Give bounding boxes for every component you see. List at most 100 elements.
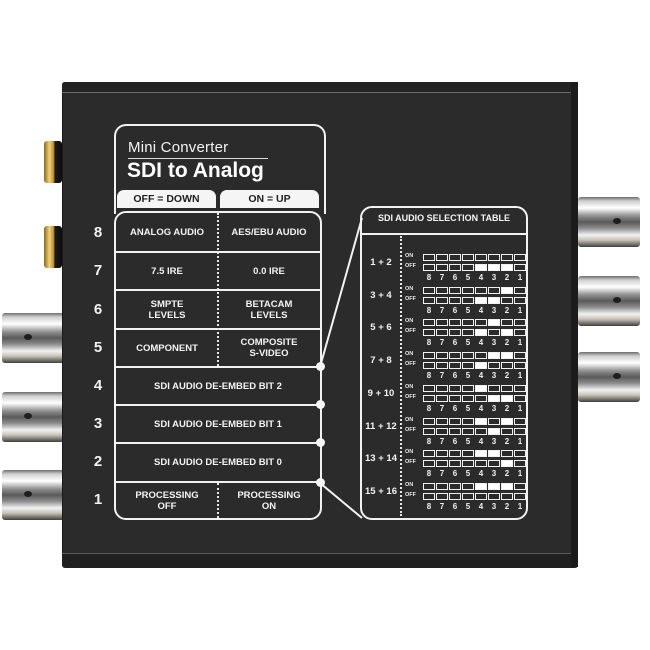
- bnc-connector-left-3: [2, 470, 64, 520]
- dip-switch-8-on-indicator: [423, 450, 435, 457]
- channel-pair-label: 15 + 16: [365, 486, 397, 497]
- switch-number-label: 3: [491, 502, 497, 511]
- switch-number-label: 1: [517, 502, 523, 511]
- dip-switch-6-off-indicator: [449, 460, 461, 467]
- switch-1-off-label: PROCESSING OFF: [117, 483, 217, 518]
- switch-number-6: 6: [93, 301, 103, 318]
- dip-switch-1-on-indicator: [514, 483, 526, 490]
- dip-switch-1-on-indicator: [514, 352, 526, 359]
- switch-number-label: 8: [426, 306, 432, 315]
- dip-switch-1-off-indicator: [514, 395, 526, 402]
- dip-switch-6-off-indicator: [449, 493, 461, 500]
- off-label: OFF: [405, 492, 416, 498]
- dip-switch-6-off-indicator: [449, 264, 461, 271]
- dip-switch-8-off-indicator: [423, 297, 435, 304]
- dip-switch-3-off-indicator: [488, 329, 500, 336]
- switch-number-label: 8: [426, 338, 432, 347]
- dip-switch-1-off-indicator: [514, 362, 526, 369]
- dip-switch-8-on-indicator: [423, 319, 435, 326]
- dip-switch-7-on-indicator: [436, 450, 448, 457]
- switch-8-off-label: ANALOG AUDIO: [129, 226, 205, 238]
- dip-switch-1-off-indicator: [514, 329, 526, 336]
- dip-switch-6-on-indicator: [449, 385, 461, 392]
- switch-number-label: 1: [517, 306, 523, 315]
- switch-number-label: 2: [504, 338, 510, 347]
- switch-number-label: 8: [426, 437, 432, 446]
- switch-number-label: 4: [478, 404, 484, 413]
- dip-switch-4-on-indicator: [475, 450, 487, 457]
- switch-4-label: SDI AUDIO DE-EMBED BIT 2: [154, 380, 282, 392]
- switch-number-label: 3: [491, 338, 497, 347]
- switch-number-label: 8: [426, 502, 432, 511]
- connector-dot-bit2: [316, 362, 325, 371]
- dip-switch-6-on-indicator: [449, 483, 461, 490]
- model-title: SDI to Analog: [127, 159, 264, 182]
- switch-number-label: 2: [504, 404, 510, 413]
- brand-line: Mini Converter: [128, 139, 229, 156]
- bnc-connector-right-1: [578, 197, 640, 247]
- switch-number-label: 6: [452, 306, 458, 315]
- switch-number-label: 2: [504, 437, 510, 446]
- audio-jack-left-bottom: [44, 226, 62, 268]
- dip-switch-4-on-indicator: [475, 483, 487, 490]
- dip-switch-7-off-indicator: [436, 395, 448, 402]
- dip-switch-4-off-indicator: [475, 264, 487, 271]
- channel-pair-label: 11 + 12: [365, 421, 397, 432]
- bnc-connector-right-2: [578, 276, 640, 326]
- dip-switch-7-off-indicator: [436, 329, 448, 336]
- switch-number-label: 4: [478, 306, 484, 315]
- switch-number-1: 1: [93, 491, 103, 508]
- dip-switch-4-off-indicator: [475, 428, 487, 435]
- audio-table-header-divider: [362, 233, 526, 235]
- dip-switch-2-off-indicator: [501, 264, 513, 271]
- dip-switch-6-on-indicator: [449, 287, 461, 294]
- dip-switch-5-on-indicator: [462, 352, 474, 359]
- switch-number-label: 2: [504, 469, 510, 478]
- dip-switch-8-off-indicator: [423, 493, 435, 500]
- switch-number-label: 7: [439, 371, 445, 380]
- switch-number-label: 1: [517, 469, 523, 478]
- dip-switch-2-on-indicator: [501, 483, 513, 490]
- dip-switch-4-on-indicator: [475, 352, 487, 359]
- dip-switch-4-off-indicator: [475, 460, 487, 467]
- dip-switch-7-on-indicator: [436, 385, 448, 392]
- dip-switch-3-off-indicator: [488, 493, 500, 500]
- dip-switch-2-off-indicator: [501, 297, 513, 304]
- off-label: OFF: [405, 296, 416, 302]
- switch-number-label: 5: [465, 273, 471, 282]
- dip-switch-5-off-indicator: [462, 329, 474, 336]
- header-off-down: OFF = DOWN: [117, 190, 216, 208]
- channel-pair-label: 13 + 14: [365, 453, 397, 464]
- dip-switch-6-on-indicator: [449, 254, 461, 261]
- dip-switch-6-on-indicator: [449, 319, 461, 326]
- switch-number-7: 7: [93, 262, 103, 279]
- row-divider: [116, 366, 320, 368]
- dip-switch-4-off-indicator: [475, 297, 487, 304]
- channel-pair-label: 3 + 4: [370, 290, 392, 301]
- switch-number-label: 6: [452, 469, 458, 478]
- dip-switch-5-on-indicator: [462, 385, 474, 392]
- switch-number-label: 6: [452, 273, 458, 282]
- dip-switch-7-on-indicator: [436, 319, 448, 326]
- title-underline: [128, 158, 268, 159]
- on-label: ON: [405, 286, 414, 292]
- dip-switch-8-off-indicator: [423, 395, 435, 402]
- off-label: OFF: [405, 328, 416, 334]
- dip-switch-5-off-indicator: [462, 460, 474, 467]
- dip-switch-5-off-indicator: [462, 493, 474, 500]
- dip-switch-1-on-indicator: [514, 319, 526, 326]
- dip-switch-5-on-indicator: [462, 483, 474, 490]
- switch-number-label: 8: [426, 273, 432, 282]
- switch-number-2: 2: [93, 453, 103, 470]
- switch-6-on-label: BETACAM LEVELS: [219, 291, 319, 328]
- dip-switch-1-on-indicator: [514, 254, 526, 261]
- title-panel: [114, 124, 326, 214]
- dip-switch-5-on-indicator: [462, 319, 474, 326]
- dip-switch-2-off-indicator: [501, 362, 513, 369]
- channel-pair-label: 1 + 2: [370, 257, 392, 268]
- dip-switch-5-off-indicator: [462, 297, 474, 304]
- switch-number-label: 5: [465, 469, 471, 478]
- dip-switch-7-off-indicator: [436, 428, 448, 435]
- dip-switch-3-on-indicator: [488, 483, 500, 490]
- connector-dot-bit1: [316, 400, 325, 409]
